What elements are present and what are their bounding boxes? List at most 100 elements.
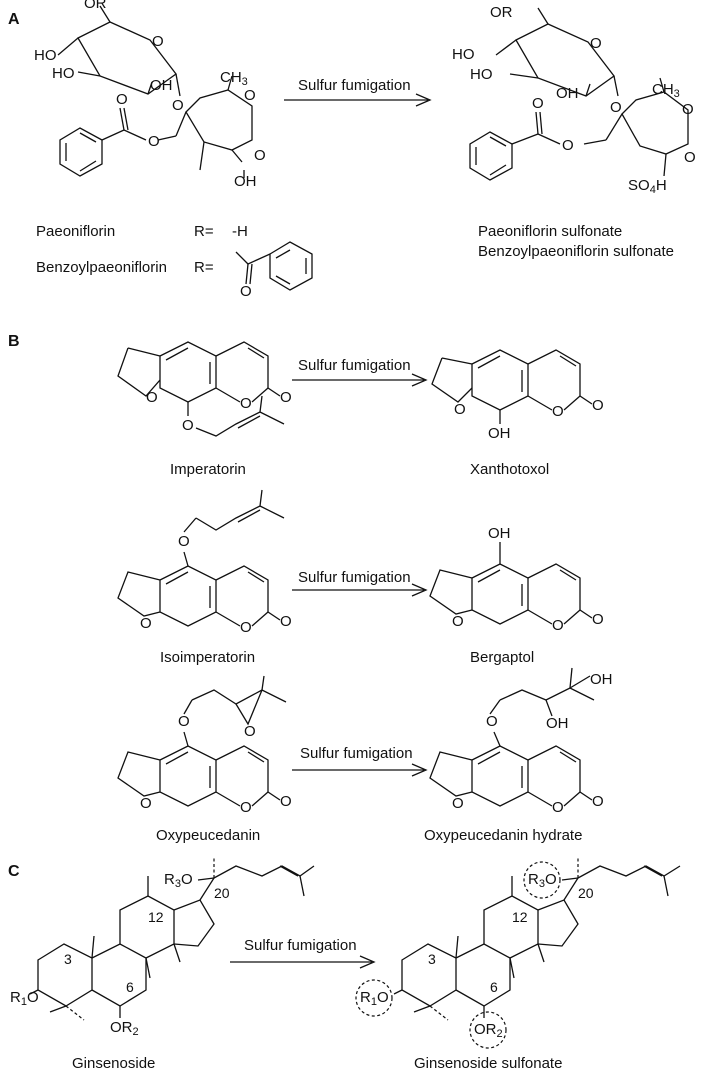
svg-text:O: O [116, 91, 128, 108]
panel-b: B O O O O Sulfur fumigation Imperatorin [8, 333, 613, 844]
reactant-name-ginsenoside: Ginsenoside [72, 1055, 155, 1072]
svg-text:R1O: R1O [360, 989, 389, 1008]
r3o-group: R3O [164, 871, 193, 890]
svg-text:O: O [592, 793, 604, 810]
svg-text:O: O [244, 723, 256, 740]
reactant-name-oxypeucedanin: Oxypeucedanin [156, 827, 260, 844]
reactant-name-imperatorin: Imperatorin [170, 461, 246, 478]
product-name-oxypeucedanin-hydrate: Oxypeucedanin hydrate [424, 827, 582, 844]
svg-text:O: O [240, 395, 252, 412]
xanthotoxol-structure: O O O OH [431, 349, 604, 442]
modification-site-circle-r2 [469, 1011, 507, 1049]
r1o-group: R1O [10, 989, 39, 1008]
panel-a-letter: A [8, 11, 20, 28]
r-label-2: R= [194, 259, 214, 276]
r-h-value: -H [232, 223, 248, 240]
bergaptol-structure: OH O O O [429, 525, 604, 634]
benzoyl-group: O [235, 241, 313, 300]
arrow-label-b2: Sulfur fumigation [298, 569, 411, 586]
reactant-name-isoimperatorin: Isoimperatorin [160, 649, 255, 666]
svg-text:O: O [178, 713, 190, 730]
svg-text:O: O [140, 615, 152, 632]
paeoniflorin-sulfonate-structure: OR O HO HO OH O CH3 O O SO4H O O [452, 4, 696, 196]
svg-text:O: O [610, 99, 622, 116]
panel-b-letter: B [8, 333, 20, 350]
panel-c-letter: C [8, 863, 20, 880]
svg-text:O: O [562, 137, 574, 154]
ho-label: HO [34, 47, 57, 64]
product-name-xanthotoxol: Xanthotoxol [470, 461, 549, 478]
oh-label: OH [150, 77, 173, 94]
paeoniflorin-structure: OR O HO HO OH O CH3 O O OH O [34, 0, 266, 190]
svg-text:20: 20 [214, 885, 230, 901]
svg-text:O: O [140, 795, 152, 812]
svg-text:HO: HO [452, 46, 475, 63]
svg-text:O: O [684, 149, 696, 166]
svg-text:O: O [254, 147, 266, 164]
svg-text:OH: OH [546, 715, 569, 732]
svg-text:O: O [452, 795, 464, 812]
svg-text:3: 3 [64, 951, 72, 967]
panel-a: A OR O HO HO OH O CH3 O O OH [8, 0, 696, 300]
svg-text:O: O [486, 713, 498, 730]
svg-text:O: O [178, 533, 190, 550]
svg-text:O: O [172, 97, 184, 114]
svg-text:O: O [240, 283, 252, 300]
svg-text:O: O [240, 619, 252, 636]
svg-text:3: 3 [428, 951, 436, 967]
arrow-label-b1: Sulfur fumigation [298, 357, 411, 374]
svg-text:O: O [182, 417, 194, 434]
oxypeucedanin-structure: O O O O O [117, 675, 292, 816]
svg-text:O: O [244, 87, 256, 104]
ginsenoside-sulfonate-structure: 12 20 R3O 3 R1O 6 OR2 [355, 856, 681, 1049]
svg-text:OR2: OR2 [474, 1021, 503, 1040]
product-name-ginsenoside-sulfonate: Ginsenoside sulfonate [414, 1055, 562, 1072]
svg-text:12: 12 [512, 909, 528, 925]
oh-label-cage: OH [234, 173, 257, 190]
svg-text:O: O [532, 95, 544, 112]
svg-text:OH: OH [488, 425, 511, 442]
or2-group: OR2 [110, 1019, 139, 1038]
svg-text:O: O [590, 35, 602, 52]
svg-text:OR: OR [490, 4, 513, 21]
svg-text:HO: HO [470, 66, 493, 83]
modification-site-circle-r1 [355, 979, 393, 1017]
svg-text:6: 6 [126, 979, 134, 995]
imperatorin-structure: O O O O [117, 341, 292, 437]
reactant-name-paeoniflorin: Paeoniflorin [36, 223, 115, 240]
svg-text:OH: OH [556, 85, 579, 102]
modification-site-circle-r3 [523, 861, 561, 899]
svg-text:O: O [152, 33, 164, 50]
ch3-label: CH3 [220, 69, 248, 88]
svg-text:CH3: CH3 [652, 81, 680, 100]
svg-text:O: O [280, 389, 292, 406]
reactant-name-benzoylpaeoniflorin: Benzoylpaeoniflorin [36, 259, 167, 276]
svg-text:O: O [280, 793, 292, 810]
svg-text:O: O [682, 101, 694, 118]
svg-text:6: 6 [490, 979, 498, 995]
svg-text:O: O [552, 403, 564, 420]
svg-text:O: O [552, 799, 564, 816]
svg-text:12: 12 [148, 909, 164, 925]
svg-text:O: O [592, 397, 604, 414]
svg-text:O: O [146, 389, 158, 406]
or-label: OR [84, 0, 107, 12]
arrow-label-a: Sulfur fumigation [298, 77, 411, 94]
product-name-paeoniflorin-sulfonate: Paeoniflorin sulfonate [478, 223, 622, 240]
svg-text:20: 20 [578, 885, 594, 901]
arrow-label-b3: Sulfur fumigation [300, 745, 413, 762]
svg-text:O: O [148, 133, 160, 150]
svg-text:O: O [592, 611, 604, 628]
svg-text:O: O [552, 617, 564, 634]
arrow-label-c: Sulfur fumigation [244, 937, 357, 954]
so4h-label: SO4H [628, 177, 667, 196]
svg-text:OH: OH [488, 525, 511, 542]
svg-text:O: O [240, 799, 252, 816]
ho-label-2: HO [52, 65, 75, 82]
product-name-bergaptol: Bergaptol [470, 649, 534, 666]
svg-text:O: O [280, 613, 292, 630]
panel-c: C 12 20 R3O 3 [8, 856, 681, 1072]
svg-text:O: O [452, 613, 464, 630]
r-label: R= [194, 223, 214, 240]
